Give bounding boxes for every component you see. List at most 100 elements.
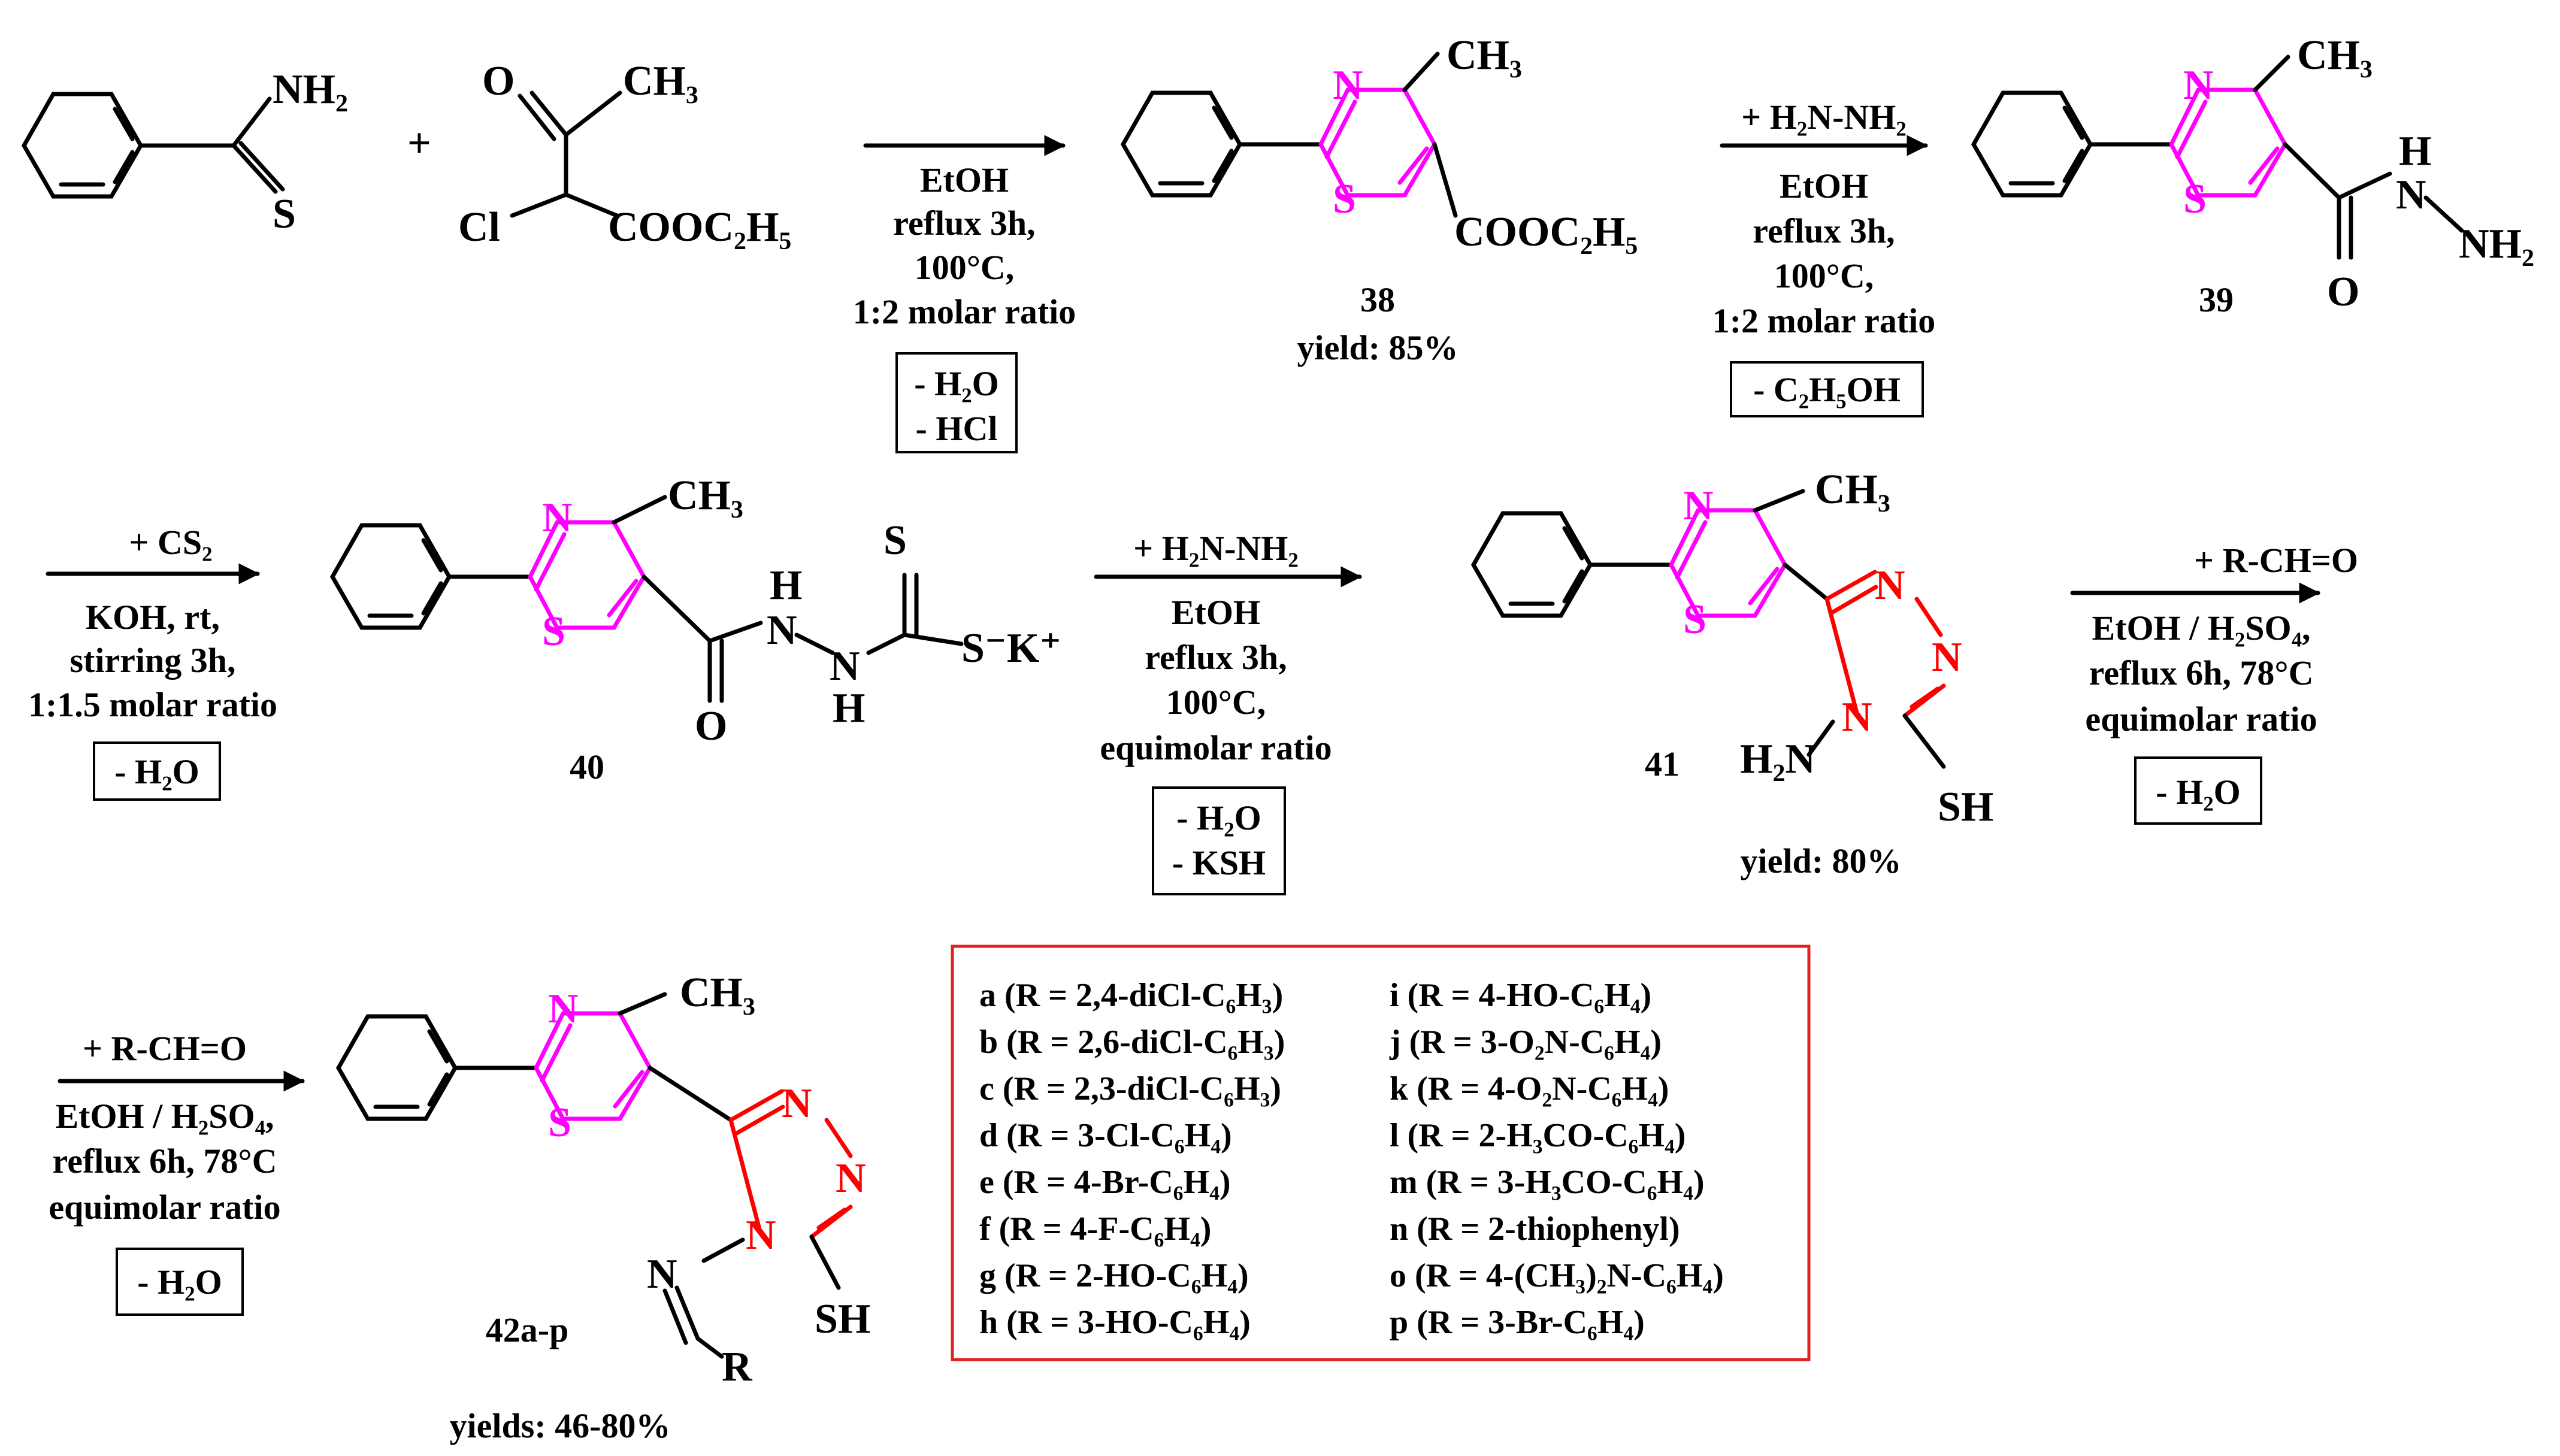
legend-entry: b (R = 2,6-diCl-C₆H₃) xyxy=(979,1024,1285,1061)
legend-entry: n (R = 2-thiophenyl) xyxy=(1390,1210,1680,1248)
triazole-ring xyxy=(728,1089,853,1239)
reagent-label: + R-CH=O xyxy=(2194,541,2358,580)
compound-40-structure: N S CH₃ H N N H S S⁻K⁺ O 40 xyxy=(329,473,1061,786)
legend-entry: c (R = 2,3-diCl-C₆H₃) xyxy=(979,1070,1281,1107)
condition-line: equimolar ratio xyxy=(2085,700,2317,738)
r-group: R xyxy=(722,1344,753,1390)
condition-line: 100°C, xyxy=(1166,683,1266,722)
thiazole-ring xyxy=(528,520,647,630)
triazole-nitrogen: N xyxy=(1842,694,1872,740)
reagent-label: + H₂N-NH₂ xyxy=(1133,529,1299,568)
thiazole-ring xyxy=(534,1011,653,1121)
byproduct-box xyxy=(116,1248,244,1316)
thiazole-sulfur: S xyxy=(548,1100,571,1146)
thiazole-nitrogen: N xyxy=(1683,483,1714,529)
byproduct-label: - KSH xyxy=(1172,843,1266,882)
byproduct-box xyxy=(1730,361,1924,417)
benzene-ring xyxy=(335,1014,458,1121)
compound-38-structure: N S CH₃ COOC₂H₅ 38 yield: 85% xyxy=(1120,32,1638,367)
methyl-group: CH₃ xyxy=(623,58,698,104)
triazole-nitrogen: N xyxy=(1875,562,1905,609)
step6-arrow-group: + R-CH=O EtOH / H₂SO₄, reflux 6h, 78°C e… xyxy=(49,1029,305,1316)
thiol-group: SH xyxy=(815,1296,870,1342)
condition-line: stirring 3h, xyxy=(69,641,235,680)
legend-entry: m (R = 3-H₃CO-C₆H₄) xyxy=(1390,1164,1705,1201)
thiol-group: SH xyxy=(1938,784,1993,830)
thiazole-sulfur: S xyxy=(1333,176,1356,222)
byproduct-label: - H₂O xyxy=(2156,773,2240,812)
byproduct-box xyxy=(895,352,1018,453)
hydrazide-hydrogen: H xyxy=(770,562,802,609)
thiobenzamide-structure: NH₂ S xyxy=(21,66,348,237)
legend-entry: l (R = 2-H₃CO-C₆H₄) xyxy=(1390,1117,1686,1154)
legend-right-column: i (R = 4-HO-C₆H₄)j (R = 3-O₂N-C₆H₄)k (R … xyxy=(1389,977,1724,1341)
amine-nh2: NH₂ xyxy=(273,66,348,113)
chlorine: Cl xyxy=(458,204,500,250)
carbonyl-oxygen: O xyxy=(2327,269,2359,315)
methyl-group: CH₃ xyxy=(680,970,755,1016)
carbonyl-oxygen: O xyxy=(695,703,727,749)
compound-42-structure: N S CH₃ N N N N R SH 42a-p yields: 46-80… xyxy=(335,970,870,1445)
condition-line: reflux 3h, xyxy=(893,204,1035,243)
terminal-nh2: NH₂ xyxy=(2459,221,2534,267)
condition-line: reflux 6h, 78°C xyxy=(53,1142,277,1180)
condition-line: 1:1.5 molar ratio xyxy=(28,685,277,724)
step5-arrow-group: + R-CH=O EtOH / H₂SO₄, reflux 6h, 78°C e… xyxy=(2070,541,2358,825)
legend-entry: f (R = 4-F-C₆H₄) xyxy=(979,1210,1211,1248)
benzene-ring xyxy=(1971,90,2093,198)
yield-label: yield: 80% xyxy=(1740,841,1901,880)
byproduct-box xyxy=(93,741,221,801)
ketone-oxygen: O xyxy=(482,58,515,104)
compound-41-structure: N S CH₃ N N N H₂N SH 41 yield: 80% xyxy=(1470,467,1993,880)
legend-entry: o (R = 4-(CH₃)₂N-C₆H₄) xyxy=(1390,1257,1724,1294)
methyl-group: CH₃ xyxy=(2297,32,2373,78)
byproduct-box xyxy=(2134,756,2262,825)
byproduct-label: - H₂O xyxy=(1176,798,1261,837)
thiazole-ring xyxy=(1318,87,1438,198)
condition-line: 1:2 molar ratio xyxy=(853,292,1076,331)
compound-label: 38 xyxy=(1360,280,1395,319)
thiazole-sulfur: S xyxy=(2183,176,2207,222)
thiazole-nitrogen: N xyxy=(542,495,573,541)
substituent-legend: a (R = 2,4-diCl-C₆H₃)b (R = 2,6-diCl-C₆H… xyxy=(951,945,1811,1361)
compound-label: 40 xyxy=(570,747,604,786)
benzene-ring xyxy=(21,92,144,199)
chloroacetoacetate-structure: O CH₃ Cl COOC₂H₅ xyxy=(458,58,791,250)
compound-label: 41 xyxy=(1645,744,1680,783)
byproduct-box xyxy=(1152,786,1286,895)
bond xyxy=(138,96,285,194)
triazole-nitrogen: N xyxy=(746,1212,776,1258)
thiazole-sulfur: S xyxy=(1683,597,1706,643)
legend-entry: j (R = 3-O₂N-C₆H₄) xyxy=(1389,1024,1662,1061)
ester-group: COOC₂H₅ xyxy=(1454,209,1638,255)
triazole-ring xyxy=(1824,570,1946,718)
triazole-nitrogen: N xyxy=(836,1155,866,1201)
step4-arrow-group: + H₂N-NH₂ EtOH reflux 3h, 100°C, equimol… xyxy=(1094,529,1362,895)
reagent-label: + CS₂ xyxy=(129,523,212,562)
condition-line: 100°C, xyxy=(915,248,1015,287)
triazole-nitrogen: N xyxy=(782,1080,812,1127)
thiazole-nitrogen: N xyxy=(548,986,579,1032)
condition-line: EtOH xyxy=(920,161,1009,199)
reagent-label: + R-CH=O xyxy=(83,1029,247,1068)
plus-sign: + xyxy=(407,120,431,167)
byproduct-label: - C₂H₅OH xyxy=(1753,370,1901,409)
condition-line: EtOH / H₂SO₄, xyxy=(2092,609,2310,647)
benzene-ring xyxy=(1120,90,1243,198)
condition-line: EtOH xyxy=(1172,593,1260,632)
ester-group: COOC₂H₅ xyxy=(608,204,791,250)
thione-sulfur: S xyxy=(273,191,296,237)
methyl-group: CH₃ xyxy=(1447,32,1522,78)
condition-line: reflux 3h, xyxy=(1753,211,1895,250)
condition-line: KOH, rt, xyxy=(86,598,220,637)
amide-nitrogen: N xyxy=(2396,172,2426,218)
reagent-label: + H₂N-NH₂ xyxy=(1741,98,1907,137)
imine-nitrogen: N xyxy=(647,1251,677,1297)
legend-entry: h (R = 3-HO-C₆H₄) xyxy=(979,1304,1251,1341)
hydrazide-nitrogen: N xyxy=(830,643,860,689)
thiazole-ring xyxy=(1669,508,1788,618)
yield-label: yields: 46-80% xyxy=(450,1406,671,1445)
methyl-group: CH₃ xyxy=(668,473,743,519)
legend-entry: p (R = 3-Br-C₆H₄) xyxy=(1390,1304,1645,1341)
legend-entry: d (R = 3-Cl-C₆H₄) xyxy=(979,1117,1232,1154)
